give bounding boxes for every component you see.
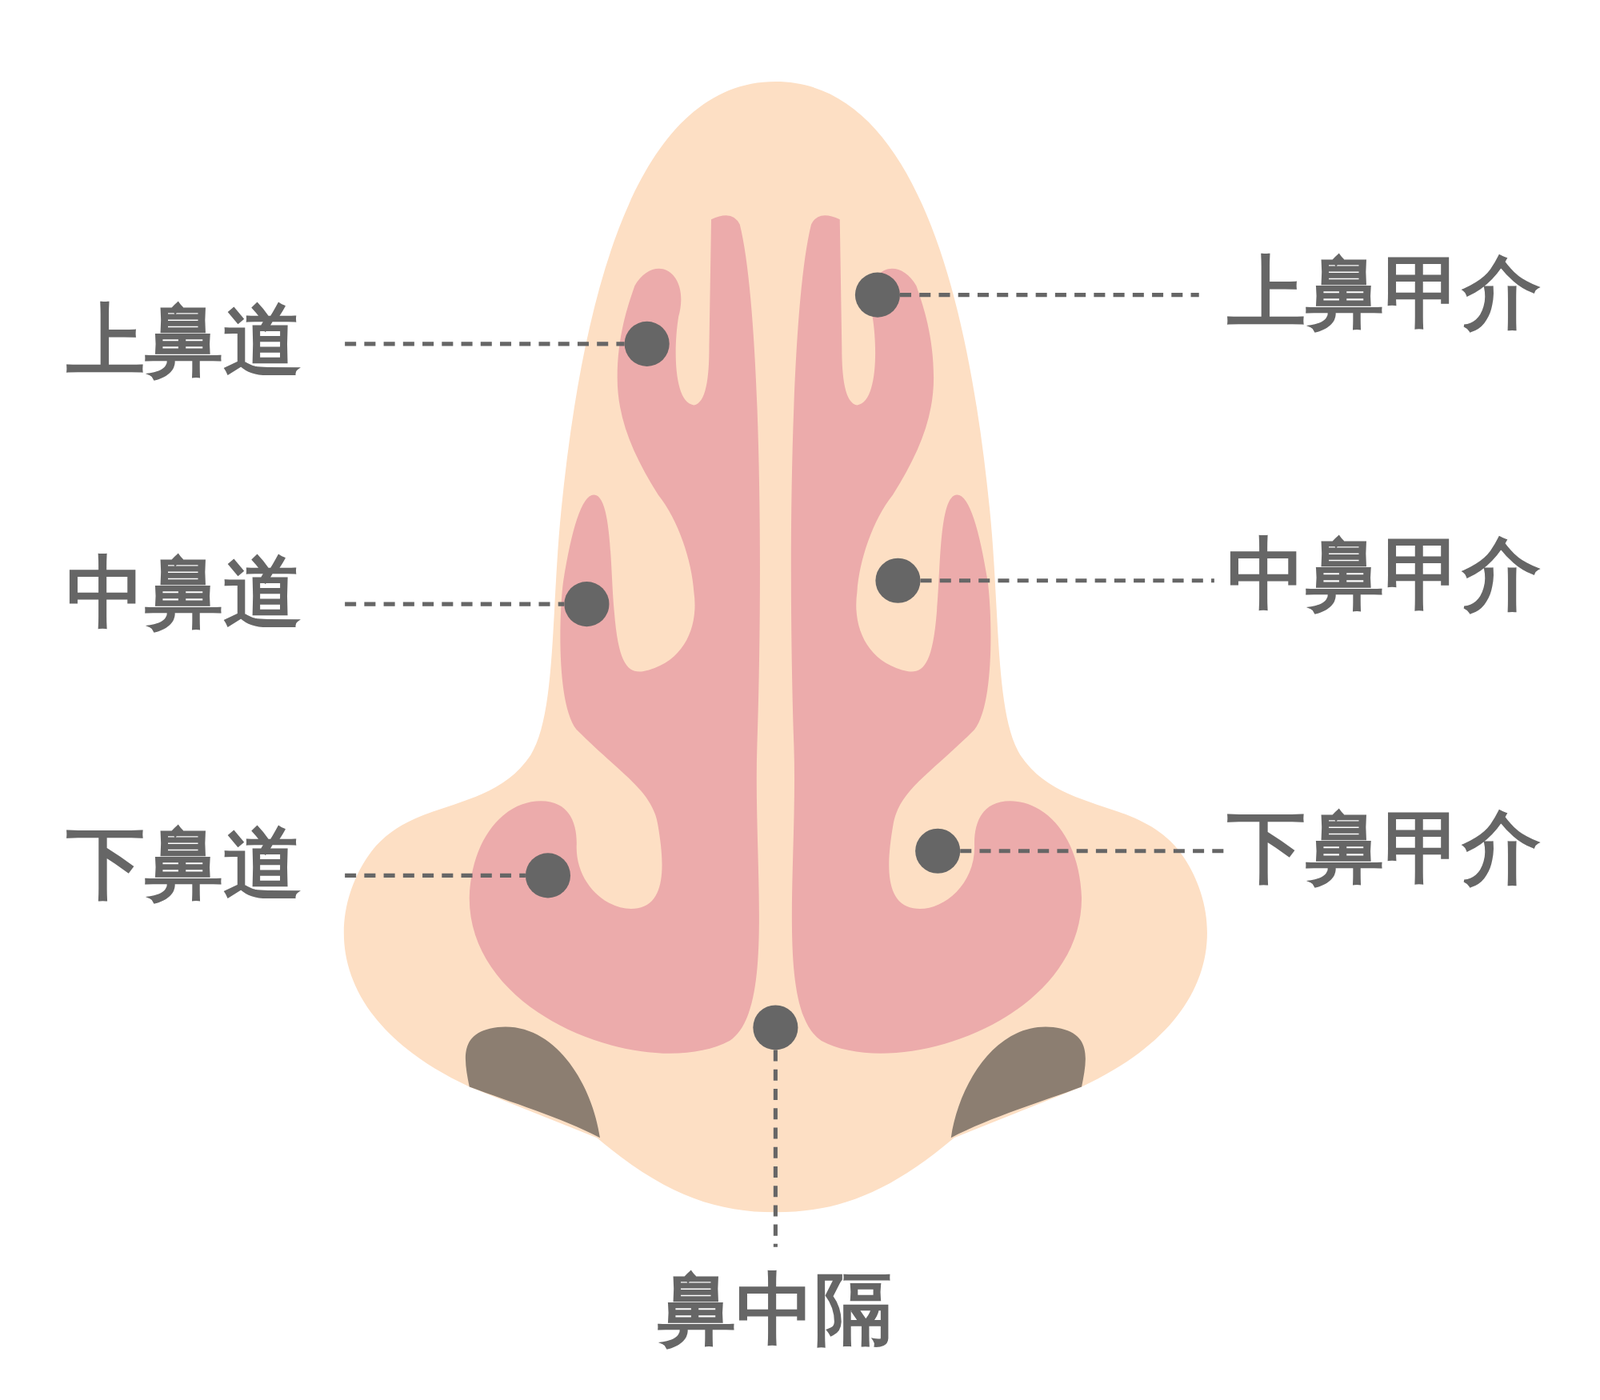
leader-line (344, 602, 564, 607)
leader-line (344, 873, 526, 878)
leader-line (773, 1050, 778, 1248)
part-label: 上鼻甲介 (1227, 252, 1541, 332)
nose-skin (344, 81, 1208, 1212)
nostril (465, 1027, 600, 1139)
marker-dot (855, 272, 900, 318)
part-label: 中鼻道 (66, 552, 302, 632)
nostril (951, 1027, 1086, 1139)
leader-line (900, 292, 1200, 297)
marker-dot (624, 321, 670, 367)
marker-dot (525, 852, 571, 898)
part-label: 下鼻道 (66, 824, 302, 903)
leader-line (960, 848, 1224, 853)
marker-dot (875, 558, 920, 604)
marker-dot (915, 828, 960, 874)
part-label: 鼻中隔 (657, 1269, 893, 1348)
part-label: 中鼻甲介 (1227, 534, 1541, 613)
part-label: 上鼻道 (66, 300, 302, 380)
marker-dot (564, 581, 609, 627)
part-label: 下鼻甲介 (1227, 808, 1541, 887)
leader-line (920, 578, 1215, 583)
leader-line (344, 341, 624, 346)
nasal-cavity (791, 215, 1082, 1054)
nasal-cavity (469, 215, 760, 1054)
marker-dot (752, 1004, 798, 1050)
